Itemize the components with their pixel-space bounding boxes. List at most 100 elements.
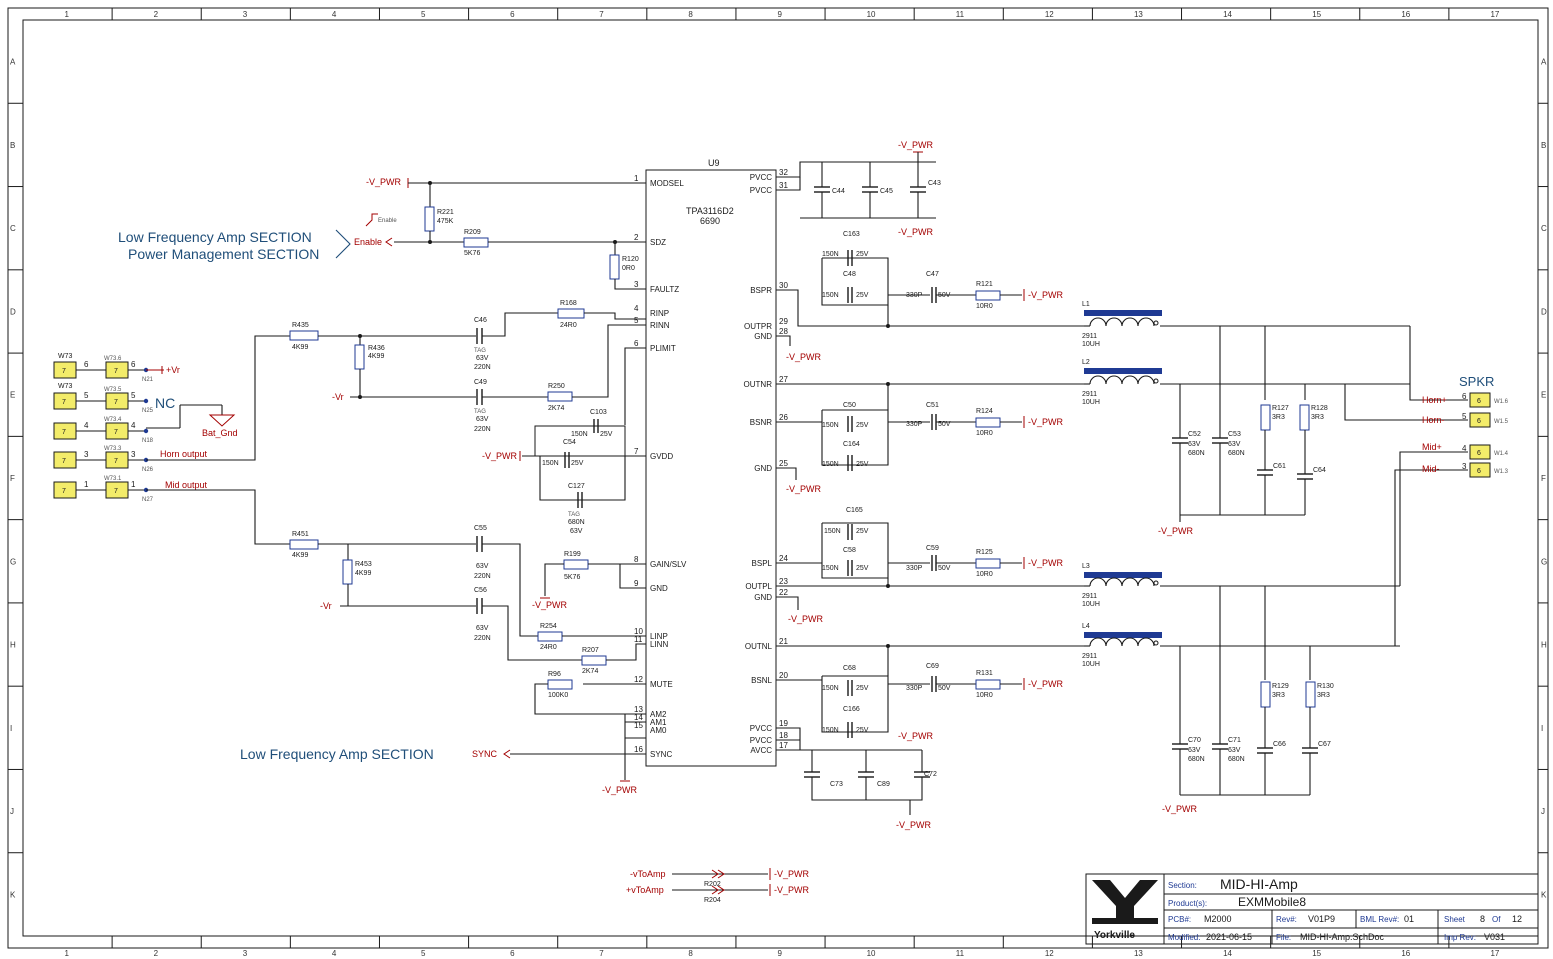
ic-pin-name: MODSEL <box>650 179 684 188</box>
svg-text:7: 7 <box>114 429 118 436</box>
svg-text:C56: C56 <box>474 587 487 594</box>
ic-ref: U9 <box>708 158 720 168</box>
ic-body <box>645 169 777 767</box>
node-tag: N26 <box>142 467 154 473</box>
filter-cap-ref: C52 <box>1188 431 1201 438</box>
svg-text:Sheet: Sheet <box>1444 915 1466 924</box>
svg-text:150N: 150N <box>571 431 588 438</box>
svg-text:63V: 63V <box>1228 747 1241 754</box>
svg-text:25V: 25V <box>856 727 869 734</box>
r207 <box>581 655 607 666</box>
svg-text:R121: R121 <box>976 281 993 288</box>
ic-pin-number: 2 <box>634 233 639 242</box>
grid-row-left: H <box>10 641 16 650</box>
ic-pin-number: 21 <box>779 637 788 646</box>
svg-text:0R0: 0R0 <box>622 265 635 272</box>
net-vpwr-filter1: -V_PWR <box>1158 526 1194 536</box>
svg-text:63V: 63V <box>1188 747 1201 754</box>
ic-pin-number: 12 <box>634 675 643 684</box>
grid-row-left: K <box>10 890 16 899</box>
svg-text:3R3: 3R3 <box>1317 692 1330 699</box>
node-tag: N18 <box>142 438 154 444</box>
svg-text:C73: C73 <box>830 781 843 788</box>
grid-col-top: 10 <box>867 10 876 19</box>
yorkville-logo-icon <box>1092 880 1158 918</box>
svg-text:10UH: 10UH <box>1082 601 1100 608</box>
grid-row-left: A <box>10 58 16 67</box>
svg-text:R453: R453 <box>355 561 372 568</box>
svg-text:25V: 25V <box>856 251 869 258</box>
tb-file: MID-HI-Amp.SchDoc <box>1300 932 1385 942</box>
svg-text:6: 6 <box>1462 392 1467 401</box>
connector-ref: W73 <box>58 353 73 360</box>
svg-text:R131: R131 <box>976 670 993 677</box>
logo-text: Yorkville <box>1094 930 1135 941</box>
grid-references: 1122334455667788991010111112121313141415… <box>8 8 1548 958</box>
ic-pin-name: BSPL <box>752 559 773 568</box>
grid-col-top: 7 <box>599 10 604 19</box>
svg-text:R436: R436 <box>368 345 385 352</box>
svg-text:3: 3 <box>1462 462 1467 471</box>
svg-text:File:: File: <box>1276 933 1291 942</box>
grid-col-top: 15 <box>1312 10 1321 19</box>
svg-text:C43: C43 <box>928 180 941 187</box>
svg-text:C58: C58 <box>843 547 856 554</box>
connector-pin-num: 1 <box>84 480 89 489</box>
inductor-ref: L1 <box>1082 301 1090 308</box>
net-vpwr-gnd2: -V_PWR <box>786 484 822 494</box>
svg-text:150N: 150N <box>822 727 839 734</box>
svg-text:680N: 680N <box>1188 756 1205 763</box>
svg-text:25V: 25V <box>856 292 869 299</box>
ic-pin-name: PVCC <box>750 173 772 182</box>
svg-text:220N: 220N <box>474 426 491 433</box>
ic-pin-name: PVCC <box>750 724 772 733</box>
svg-text:330P: 330P <box>906 292 923 299</box>
svg-text:330P: 330P <box>906 565 923 572</box>
speaker-pin-label: W1.3 <box>1494 469 1509 475</box>
net-vpwr-bot: -V_PWR <box>898 731 934 741</box>
svg-text:C166: C166 <box>843 706 860 713</box>
svg-text:63V: 63V <box>476 416 489 423</box>
grid-row-right: K <box>1541 890 1547 899</box>
svg-text:63V: 63V <box>570 528 583 535</box>
svg-text:10R0: 10R0 <box>976 430 993 437</box>
ic-pin-number: 19 <box>779 719 788 728</box>
net-mid-p: Mid+ <box>1422 442 1442 452</box>
grid-col-bottom: 15 <box>1312 949 1321 958</box>
svg-text:63V: 63V <box>476 355 489 362</box>
net-vpwr-top: -V_PWR <box>898 140 934 150</box>
grid-row-left: I <box>10 724 12 733</box>
svg-text:10R0: 10R0 <box>976 692 993 699</box>
svg-text:C127: C127 <box>568 483 585 490</box>
ic-pin-number: 25 <box>779 459 788 468</box>
tb-imp: V031 <box>1484 932 1505 942</box>
svg-text:4: 4 <box>1462 444 1467 453</box>
svg-text:C48: C48 <box>843 271 856 278</box>
ic-pin-name: GND <box>754 332 772 341</box>
ic-pin-number: 20 <box>779 671 788 680</box>
grid-row-right: J <box>1541 807 1545 816</box>
svg-text:150N: 150N <box>542 460 559 467</box>
ic-pin-number: 1 <box>634 174 639 183</box>
bat-gnd-symbol <box>208 414 236 427</box>
ic-pin-number: 8 <box>634 555 639 564</box>
svg-text:330P: 330P <box>906 421 923 428</box>
svg-text:R202: R202 <box>704 881 721 888</box>
ic-pin-number: 5 <box>634 316 639 325</box>
svg-text:24R0: 24R0 <box>540 644 557 651</box>
outer-frame <box>7 7 1549 949</box>
grid-row-left: B <box>10 141 15 150</box>
connector-mate-label: W73.5 <box>104 387 122 393</box>
svg-text:24R0: 24R0 <box>560 322 577 329</box>
ic-pin-number: 4 <box>634 304 639 313</box>
net-vpwr-gnd1: -V_PWR <box>786 352 822 362</box>
inner-frame <box>22 19 1539 937</box>
svg-text:150N: 150N <box>822 461 839 468</box>
ic-pin-name: BSNL <box>751 676 772 685</box>
svg-text:C72: C72 <box>924 771 937 778</box>
grid-col-bottom: 9 <box>778 949 783 958</box>
grid-row-left: J <box>10 807 14 816</box>
ic-pin-number: 22 <box>779 588 788 597</box>
inductor-core <box>1084 310 1162 316</box>
